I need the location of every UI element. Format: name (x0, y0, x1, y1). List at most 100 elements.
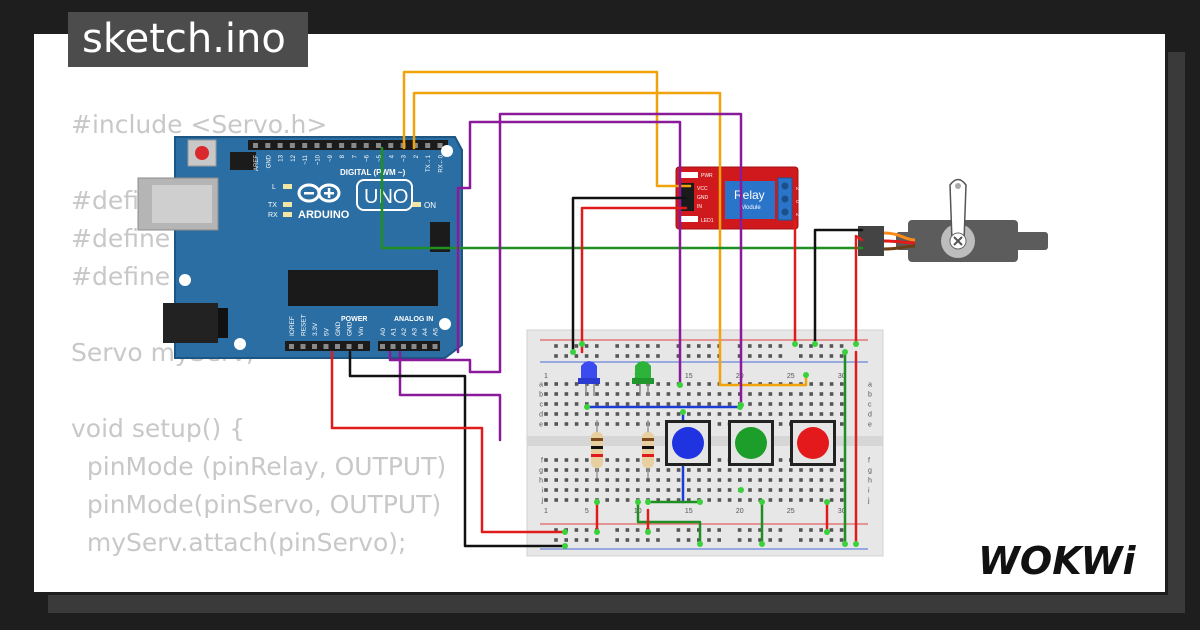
breadboard-hole[interactable] (615, 412, 620, 416)
breadboard-hole[interactable] (840, 498, 844, 502)
breadboard-hole[interactable] (707, 468, 711, 472)
breadboard-hole[interactable] (778, 458, 783, 462)
rail-hole[interactable] (778, 354, 783, 358)
rail-hole[interactable] (778, 538, 783, 542)
digital-pin[interactable] (412, 143, 418, 148)
wire-endpoint[interactable] (792, 341, 798, 347)
breadboard-hole[interactable] (554, 412, 558, 416)
wire-endpoint[interactable] (812, 341, 818, 347)
rail-hole[interactable] (778, 528, 783, 532)
breadboard-hole[interactable] (768, 488, 773, 492)
resistor[interactable] (591, 420, 603, 478)
breadboard-hole[interactable] (707, 478, 711, 482)
digital-pin[interactable] (437, 143, 443, 148)
breadboard-hole[interactable] (574, 488, 579, 492)
breadboard-hole[interactable] (789, 488, 793, 492)
breadboard-hole[interactable] (615, 402, 620, 406)
breadboard-hole[interactable] (564, 412, 569, 416)
digital-pin[interactable] (302, 143, 308, 148)
digital-pin[interactable] (326, 143, 332, 148)
rail-hole[interactable] (717, 528, 721, 532)
breadboard-hole[interactable] (809, 468, 813, 472)
wire-endpoint[interactable] (803, 372, 809, 378)
breadboard-hole[interactable] (829, 478, 834, 482)
breadboard-hole[interactable] (727, 488, 732, 492)
rail-hole[interactable] (809, 354, 813, 358)
breadboard-hole[interactable] (666, 392, 671, 396)
analog-pin[interactable] (380, 344, 385, 349)
wire-endpoint[interactable] (635, 499, 641, 505)
rail-hole[interactable] (554, 354, 558, 358)
breadboard-hole[interactable] (625, 498, 630, 502)
rail-hole[interactable] (635, 354, 640, 358)
breadboard-hole[interactable] (615, 458, 620, 462)
breadboard-hole[interactable] (615, 382, 620, 386)
breadboard-hole[interactable] (564, 402, 569, 406)
breadboard-hole[interactable] (819, 478, 824, 482)
wire-red-servo-power[interactable] (854, 234, 864, 346)
rail-hole[interactable] (839, 528, 844, 532)
breadboard-hole[interactable] (605, 392, 609, 396)
rail-hole[interactable] (574, 528, 579, 532)
breadboard-hole[interactable] (615, 498, 620, 502)
breadboard-hole[interactable] (564, 488, 569, 492)
breadboard-hole[interactable] (707, 402, 711, 406)
rail-hole[interactable] (646, 538, 650, 542)
breadboard-hole[interactable] (554, 382, 558, 386)
breadboard-hole[interactable] (748, 392, 752, 396)
rail-hole[interactable] (615, 538, 619, 542)
wire-endpoint[interactable] (677, 382, 683, 388)
breadboard-hole[interactable] (554, 422, 558, 426)
breadboard-hole[interactable] (625, 468, 630, 472)
rail-hole[interactable] (676, 538, 681, 542)
breadboard-hole[interactable] (809, 498, 813, 502)
rail-hole[interactable] (574, 344, 579, 348)
wire-endpoint[interactable] (759, 499, 765, 505)
breadboard-hole[interactable] (707, 382, 711, 386)
wire-endpoint[interactable] (842, 541, 848, 547)
breadboard-hole[interactable] (636, 468, 640, 472)
breadboard-hole[interactable] (615, 488, 620, 492)
breadboard-hole[interactable] (778, 422, 783, 426)
servo-horn[interactable] (949, 178, 967, 242)
rail-hole[interactable] (809, 344, 813, 348)
rail-hole[interactable] (707, 538, 711, 542)
rail-hole[interactable] (646, 354, 650, 358)
breadboard-hole[interactable] (799, 488, 803, 492)
rail-hole[interactable] (697, 344, 701, 348)
rail-hole[interactable] (625, 344, 630, 348)
breadboard-hole[interactable] (768, 402, 773, 406)
breadboard-hole[interactable] (666, 382, 671, 386)
breadboard-hole[interactable] (656, 478, 660, 482)
breadboard-hole[interactable] (789, 392, 793, 396)
breadboard-hole[interactable] (585, 458, 589, 462)
breadboard-hole[interactable] (799, 402, 803, 406)
rail-hole[interactable] (768, 528, 772, 532)
breadboard-hole[interactable] (574, 392, 579, 396)
breadboard-hole[interactable] (605, 382, 609, 386)
power-pin[interactable] (300, 344, 306, 349)
breadboard-hole[interactable] (605, 402, 609, 406)
breadboard-hole[interactable] (717, 422, 722, 426)
rail-hole[interactable] (656, 528, 660, 532)
breadboard-hole[interactable] (544, 468, 548, 472)
wire-endpoint[interactable] (738, 487, 744, 493)
breadboard-hole[interactable] (778, 412, 783, 416)
breadboard-hole[interactable] (687, 468, 691, 472)
breadboard-hole[interactable] (554, 498, 558, 502)
breadboard-hole[interactable] (605, 458, 609, 462)
breadboard-hole[interactable] (687, 478, 691, 482)
breadboard-hole[interactable] (748, 412, 752, 416)
breadboard-hole[interactable] (748, 468, 752, 472)
breadboard-hole[interactable] (595, 488, 599, 492)
breadboard-hole[interactable] (778, 402, 783, 406)
breadboard-hole[interactable] (554, 458, 558, 462)
wire-endpoint[interactable] (579, 341, 585, 347)
breadboard-hole[interactable] (840, 488, 844, 492)
breadboard-hole[interactable] (809, 478, 813, 482)
breadboard-hole[interactable] (574, 458, 579, 462)
rail-hole[interactable] (707, 344, 711, 348)
breadboard-hole[interactable] (717, 402, 722, 406)
rail-hole[interactable] (799, 344, 803, 348)
wire-endpoint[interactable] (759, 541, 765, 547)
